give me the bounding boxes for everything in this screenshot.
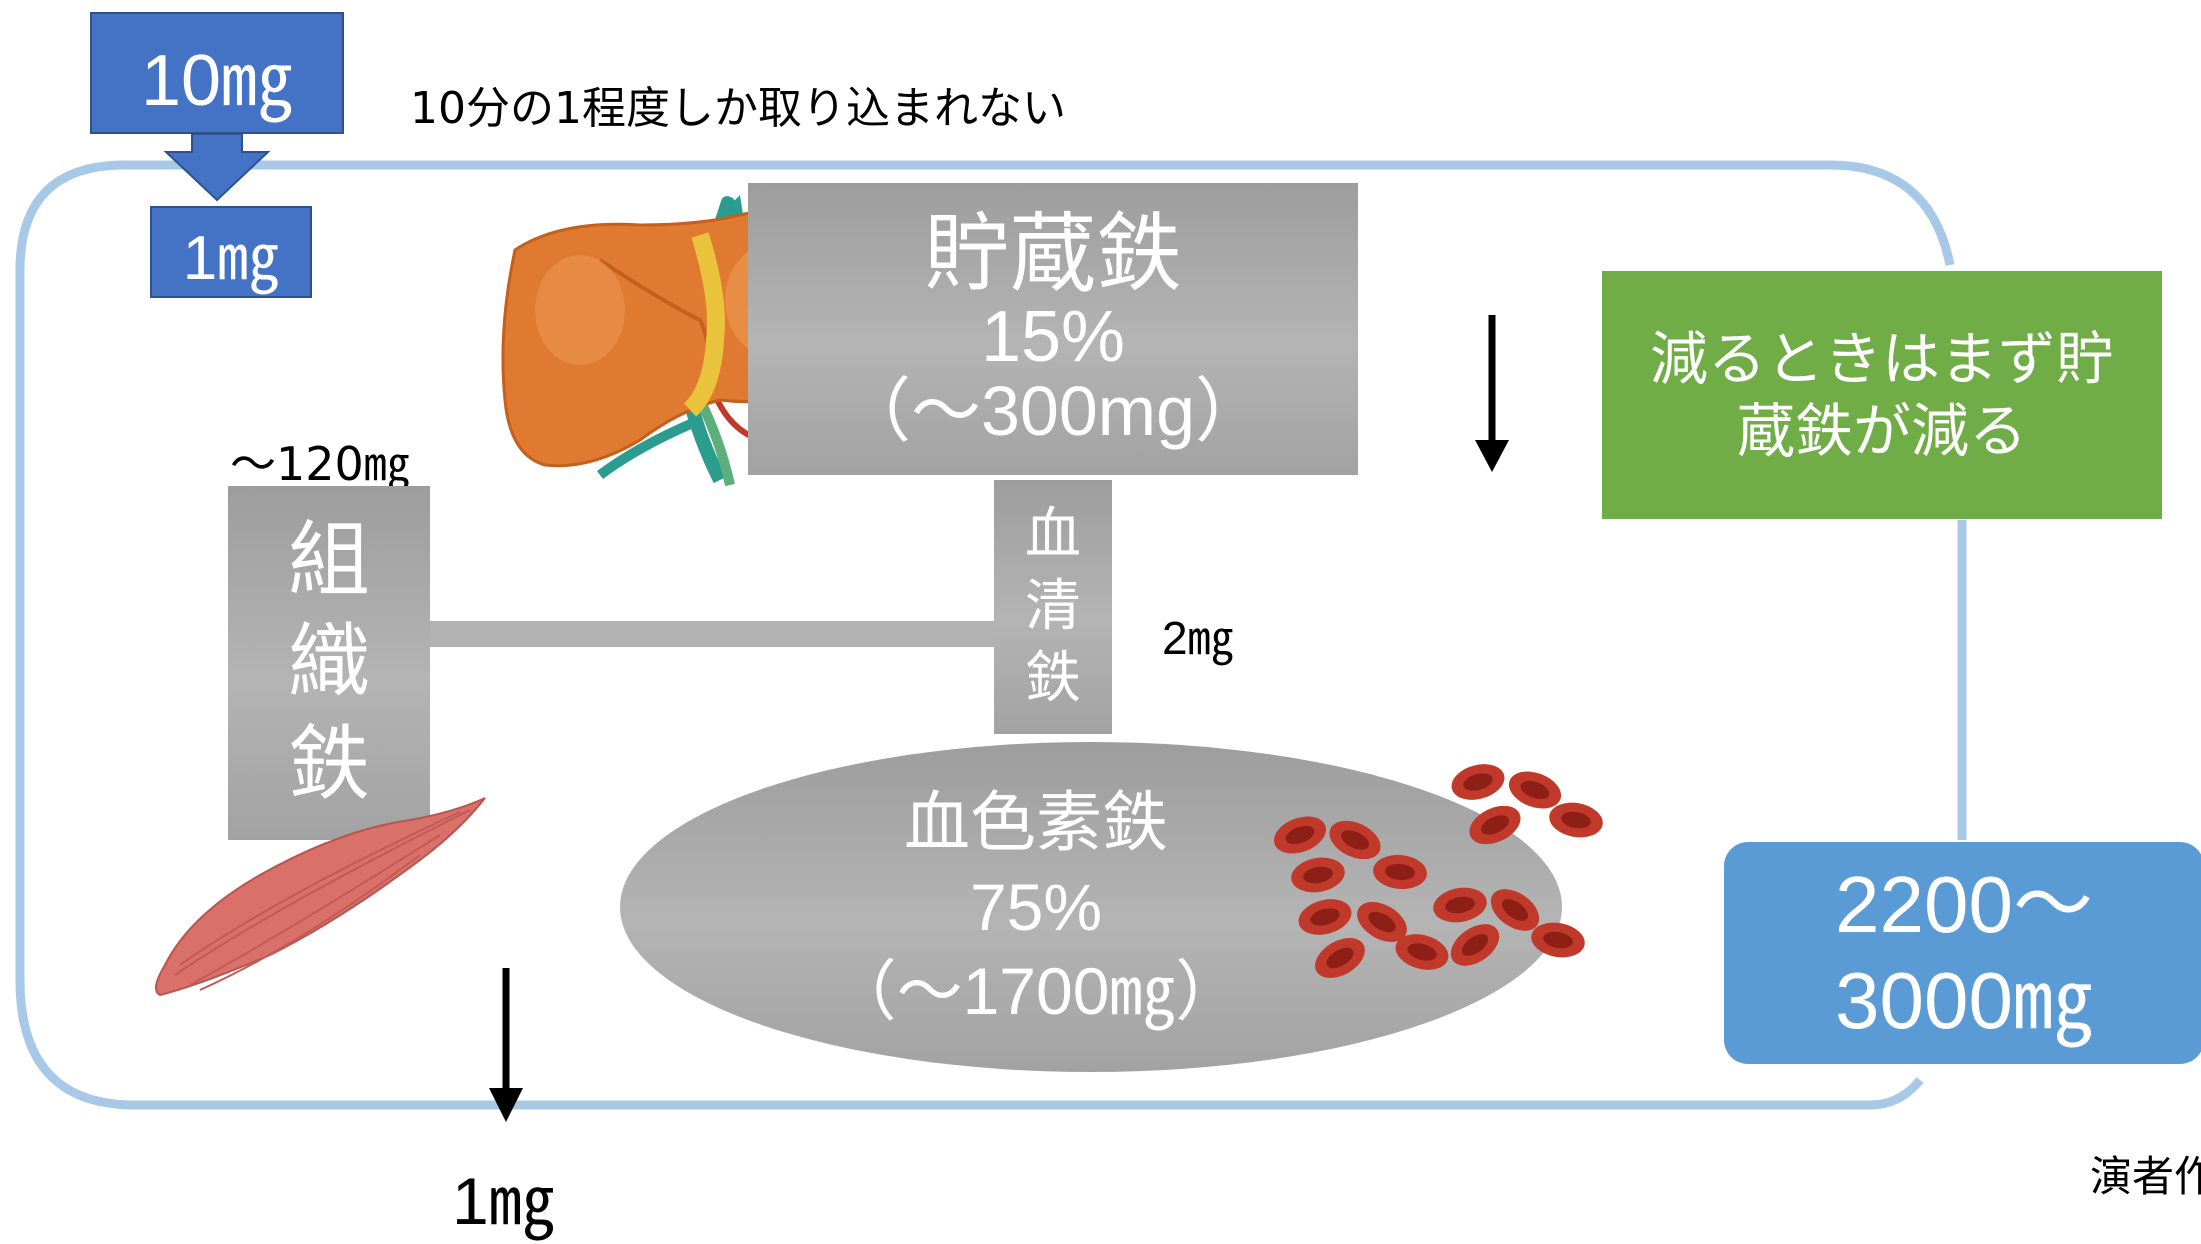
serum-amount: 2㎎: [1162, 612, 1234, 664]
tissue-title-2: 織: [287, 615, 370, 711]
intake-amount: 10㎎: [140, 40, 294, 121]
total-line-2: 3000㎎: [1835, 956, 2093, 1045]
absorbed-amount: 1㎎: [182, 224, 280, 293]
tissue-amount: ～120㎎: [230, 437, 410, 491]
storage-percent: 15%: [980, 296, 1126, 377]
callout-box: 減るときはまず貯 蔵鉄が減る: [1602, 271, 2162, 519]
storage-amount: （～300mg）: [840, 372, 1266, 451]
serum-title-2: 清: [1025, 574, 1081, 640]
storage-iron-box: 貯蔵鉄 15% （～300mg）: [748, 183, 1358, 475]
callout-line-1: 減るときはまず貯: [1649, 324, 2114, 393]
footer-credit: 演者作: [2090, 1152, 2201, 1201]
tissue-iron-box: 組 織 鉄: [228, 486, 430, 840]
serum-iron-box: 血 清 鉄: [994, 480, 1112, 734]
serum-title-1: 血: [1025, 502, 1081, 568]
hemoglobin-amount: （～1700㎎）: [830, 954, 1242, 1029]
tissue-title-1: 組: [287, 513, 370, 609]
hemoglobin-title: 血色素鉄: [904, 785, 1168, 860]
intake-box: 10㎎: [90, 12, 344, 134]
total-line-1: 2200～: [1835, 860, 2093, 949]
total-iron-box: 2200～ 3000㎎: [1724, 842, 2201, 1064]
absorbed-box: 1㎎: [150, 206, 312, 298]
loss-amount: 1㎎: [452, 1164, 555, 1238]
intake-note: 10分の1程度しか取り込まれない: [410, 83, 1066, 134]
tissue-title-3: 鉄: [287, 716, 370, 812]
hemoglobin-percent: 75%: [969, 869, 1103, 944]
storage-title: 貯蔵鉄: [924, 206, 1182, 303]
callout-line-2: 蔵鉄が減る: [1736, 397, 2027, 465]
serum-title-3: 鉄: [1025, 645, 1081, 711]
hemoglobin-iron-ellipse: 血色素鉄 75% （～1700㎎）: [620, 742, 1562, 1072]
